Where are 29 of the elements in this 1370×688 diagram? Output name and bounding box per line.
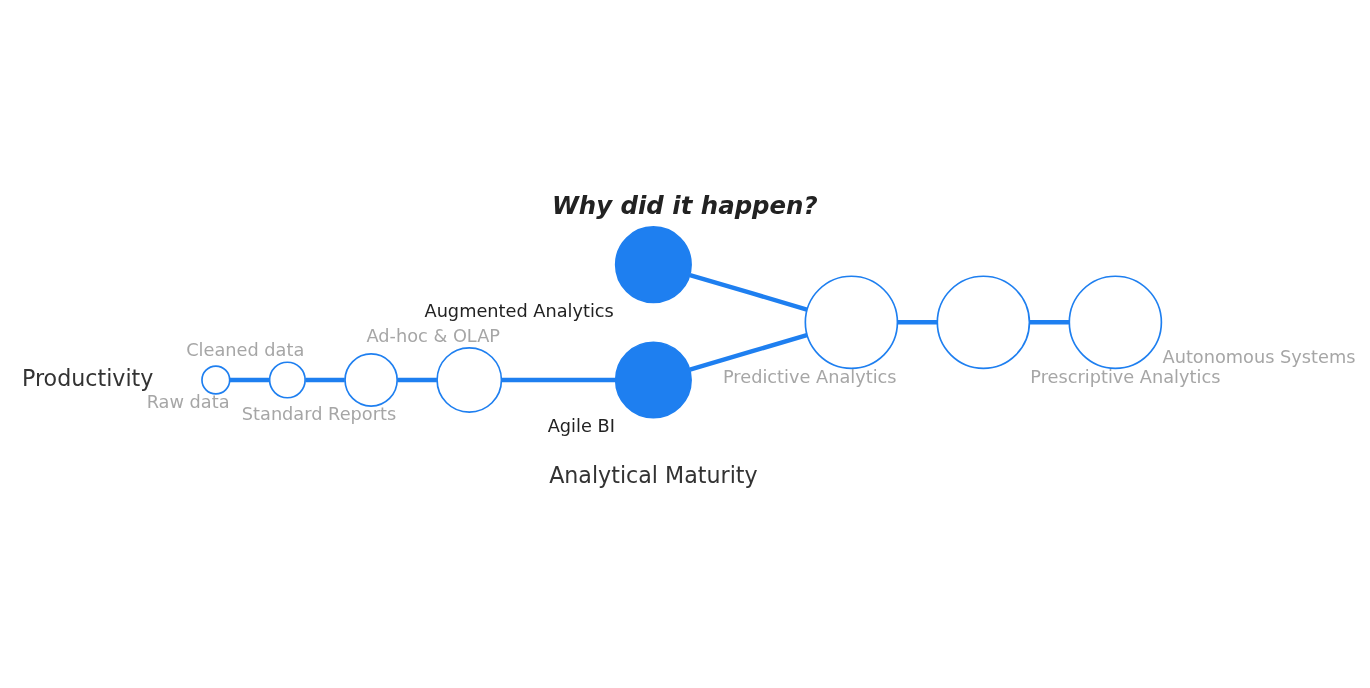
label: Analytical Maturity (549, 461, 758, 488)
node-circle (1068, 274, 1163, 369)
node-circle (936, 274, 1031, 369)
node-label: Agile BI (547, 415, 615, 436)
connector (501, 377, 616, 382)
diagram-title: Why did it happen? (551, 190, 818, 220)
node-circle (614, 225, 692, 303)
connector (1029, 319, 1070, 325)
node-circle (201, 364, 231, 395)
node-label: Standard Reports (241, 403, 397, 424)
node-label: Ad-hoc & OLAP (366, 325, 500, 346)
node-label: Prescriptive Analytics (1030, 366, 1221, 387)
node-circle (268, 360, 306, 399)
connector (897, 319, 938, 325)
node-circle (614, 340, 692, 419)
connector (305, 377, 345, 382)
node-label: Augmented Analytics (424, 300, 614, 321)
node-label: Raw data (146, 391, 230, 412)
node-label: Cleaned data (186, 339, 305, 360)
node-circle (436, 346, 503, 413)
label: Productivity (21, 364, 154, 391)
connector (397, 377, 437, 382)
node-label: Autonomous Systems (1162, 346, 1356, 367)
connector (689, 332, 808, 372)
node-circle (344, 352, 398, 407)
node-circle (804, 274, 899, 369)
connector (689, 272, 808, 312)
node-label: Predictive Analytics (722, 366, 897, 387)
connector (230, 377, 270, 382)
